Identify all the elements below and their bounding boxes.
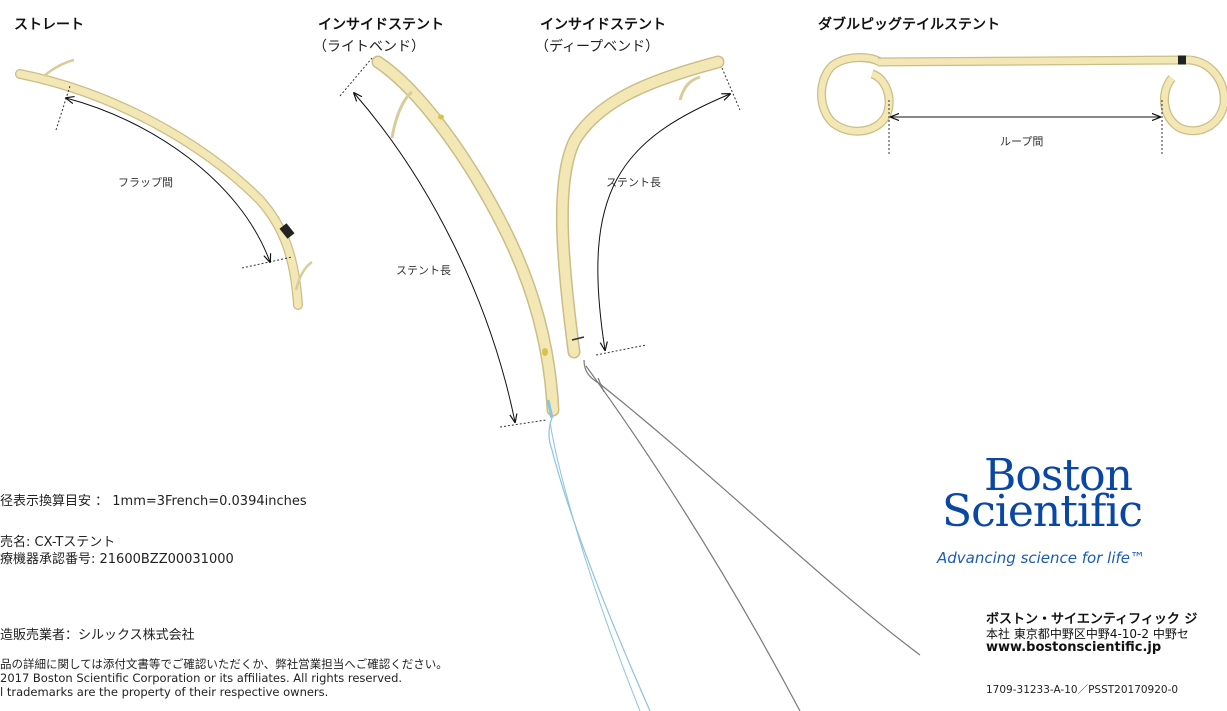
light-bend-dimension (339, 57, 547, 428)
pigtail-dimension (888, 100, 1163, 156)
logo-word-boston: Boston (984, 450, 1133, 501)
copyright: 2017 Boston Scientific Corporation or it… (0, 671, 403, 685)
light-bend-title: インサイドステント (318, 17, 444, 33)
deep-bend-stent (555, 55, 725, 359)
pigtail-title: ダブルピッグテイルステント (818, 17, 1000, 33)
company-name: ボストン・サイエンティフィック ジ (986, 612, 1198, 627)
pigtail-dimension-label: ループ間 (1000, 135, 1044, 148)
brand-logo: Boston Scientific (942, 450, 1143, 537)
approval-number: 療機器承認番号: 21600BZZ00031000 (0, 552, 234, 567)
company-url[interactable]: www.bostonscientific.jp (986, 640, 1162, 655)
pigtail-stent (817, 53, 1227, 136)
conversion-note: 径表示換算目安 ： 1mm=3French=0.0394inches (0, 494, 307, 509)
light-bend-subtitle: （ライトベンド） (313, 39, 425, 55)
deep-bend-dimension-label: ステント長 (606, 176, 661, 189)
trademarks: l trademarks are the property of their r… (0, 685, 329, 699)
straight-title: ストレート (14, 17, 84, 33)
light-bend-stent (371, 55, 560, 419)
deep-bend-dimension (595, 67, 741, 356)
details-note: 品の詳細に関しては添付文書等でご確認いただくか、弊社営業担当へご確認ください。 (0, 657, 448, 671)
company-address: 本社 東京都中野区中野4-10-2 中野セ (986, 627, 1189, 641)
pull-threads (548, 359, 921, 711)
brand-tagline: Advancing science for life™ (937, 549, 1146, 567)
manufacturer: 造販売業者：シルックス株式会社 (0, 628, 195, 643)
document-code: 1709-31233-A-10／PSST20170920-0 (986, 684, 1179, 696)
logo-word-scientific: Scientific (942, 486, 1143, 537)
sales-name: 売名: CX-Tステント (0, 535, 116, 550)
straight-dimension-label: フラップ間 (118, 176, 173, 189)
deep-bend-title: インサイドステント (540, 17, 666, 33)
light-bend-dimension-label: ステント長 (396, 264, 451, 277)
deep-bend-subtitle: （ディープベンド） (535, 39, 660, 55)
straight-dimension (55, 85, 293, 269)
